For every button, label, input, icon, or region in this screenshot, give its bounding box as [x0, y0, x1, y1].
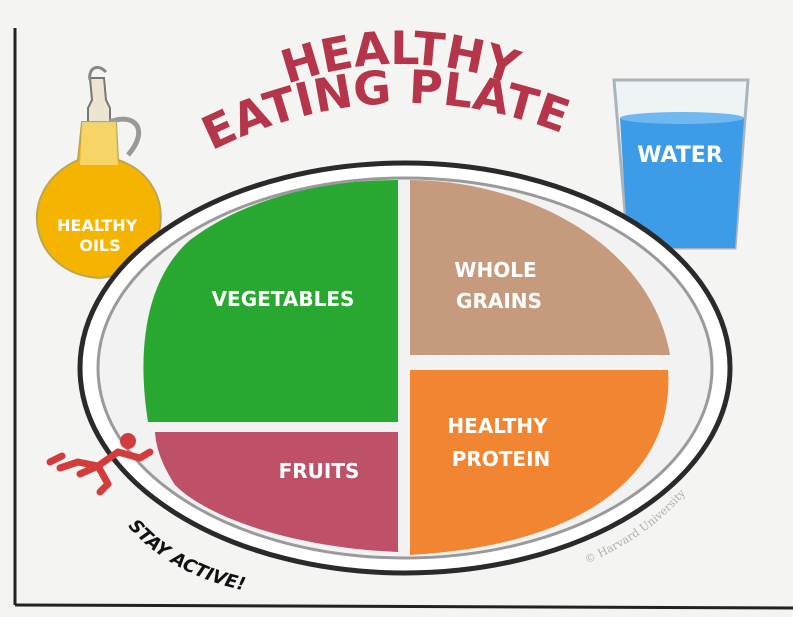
fruits-label: FRUITS: [279, 459, 360, 483]
water-label: WATER: [637, 143, 723, 168]
title-line-2: EATING PLATE: [194, 60, 577, 161]
vegetables-label: VEGETABLES: [212, 287, 355, 311]
fruits-section: [155, 432, 398, 552]
bottom-border: [15, 605, 793, 608]
